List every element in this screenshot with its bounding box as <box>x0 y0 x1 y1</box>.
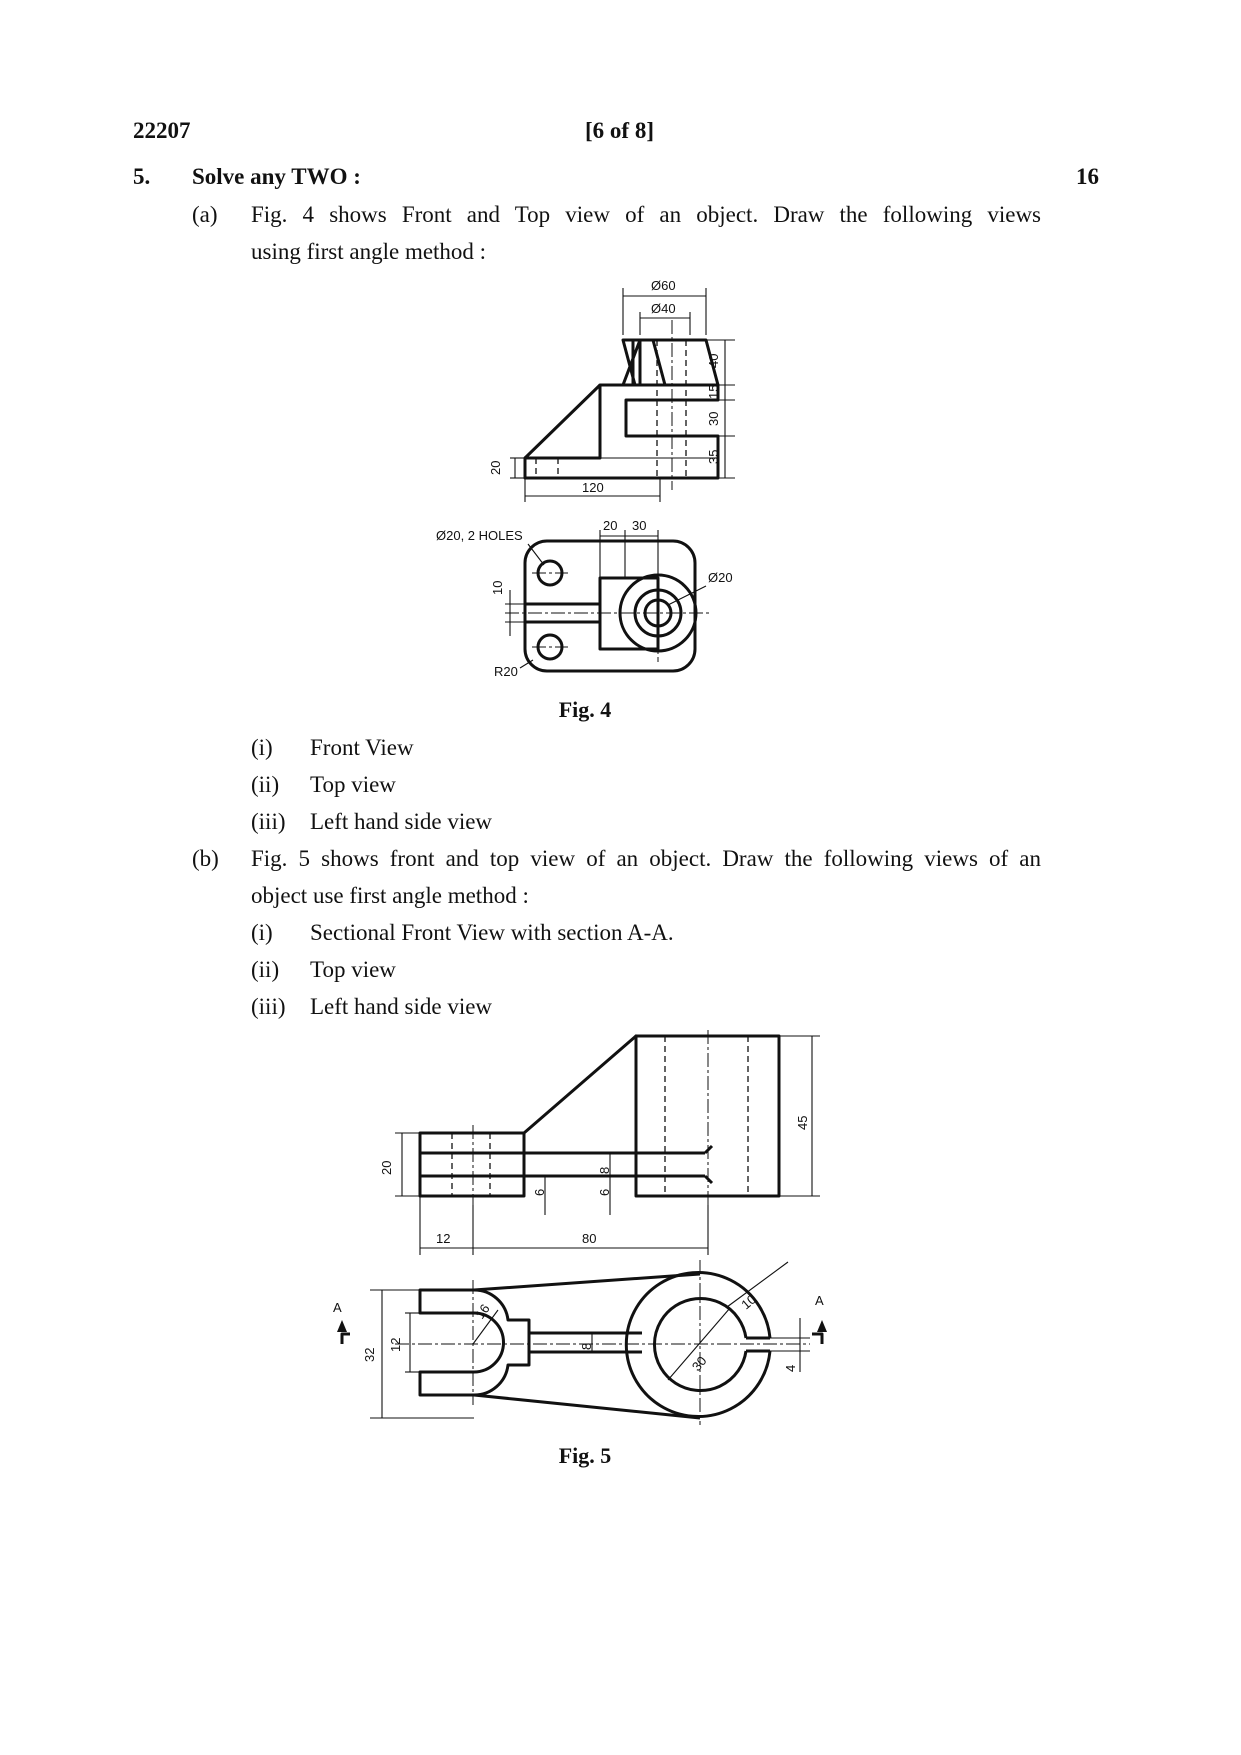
fig4-front-view <box>523 320 720 490</box>
fig5-section-arrow-right <box>812 1332 824 1344</box>
fig4-top-dims: 20 30 Ø20, 2 HOLES Ø20 10 R20 <box>436 518 733 678</box>
part-a-line2: using first angle method : <box>251 239 487 264</box>
fig4-rib <box>523 383 602 460</box>
part-b-item3-num: (iii) <box>251 994 286 1019</box>
fig5-dim-d30: 30 <box>689 1353 710 1374</box>
fig4-dim-holes: Ø20, 2 HOLES <box>436 528 523 543</box>
fig4-dim-h30: 30 <box>706 412 721 426</box>
fig5-front-view <box>418 1030 781 1205</box>
part-b-item1-num: (i) <box>251 920 273 945</box>
part-a-item3-num: (iii) <box>251 809 286 834</box>
fig5-dim-s6a: 6 <box>597 1189 612 1196</box>
fig4-dim-h35: 35 <box>706 450 721 464</box>
fig4-dim-w30: 30 <box>632 518 646 533</box>
fig5-dim-h20: 20 <box>379 1161 394 1175</box>
fig5-dim-v12: 12 <box>388 1338 403 1352</box>
part-a-item2-text: Top view <box>310 772 396 797</box>
fig4-dim-w120: 120 <box>582 480 604 495</box>
fig5-rib <box>522 1034 638 1155</box>
fig4-front-dims: Ø60 Ø40 40 15 30 35 20 120 <box>488 278 735 502</box>
fig4-dim-d60: Ø60 <box>651 278 676 293</box>
fig5-section-a-right: A <box>815 1293 824 1308</box>
fig5-section-a-left: A <box>333 1300 342 1315</box>
fig5-dim-w80: 80 <box>582 1231 596 1246</box>
question-marks: 16 <box>1076 164 1099 189</box>
part-b-line1: Fig. 5 shows front and top view of an ob… <box>251 846 1041 871</box>
fig5-left-boss <box>418 1131 526 1198</box>
fig4-dim-r20: R20 <box>494 664 518 678</box>
fig5-dim-r16: 16 <box>472 1301 493 1321</box>
paper-code: 22207 <box>133 118 191 143</box>
part-a-line1: Fig. 4 shows Front and Top view of an ob… <box>251 202 1041 227</box>
question-title: Solve any TWO : <box>192 164 361 189</box>
fig5-dim-w12: 12 <box>436 1231 450 1246</box>
fig4-boss <box>621 338 720 387</box>
part-a-item2-num: (ii) <box>251 772 280 797</box>
part-b-label: (b) <box>192 846 219 871</box>
fig5-front-dims: 45 20 8 6 6 12 80 <box>379 1035 820 1255</box>
fig5-section-arrowhead <box>817 1320 827 1332</box>
part-a-label: (a) <box>192 202 218 227</box>
part-b-item2-text: Top view <box>310 957 396 982</box>
part-b-item1-text: Sectional Front View with section A-A. <box>310 920 674 945</box>
part-a-item1-text: Front View <box>310 735 414 760</box>
fig5-dim-s8a: 8 <box>597 1167 612 1174</box>
fig5-section-arrowhead <box>337 1320 347 1332</box>
fig5-caption: Fig. 5 <box>558 1443 612 1468</box>
fig4-dim-d40: Ø40 <box>651 301 676 316</box>
fig4-dim-w20: 20 <box>603 518 617 533</box>
fig4-caption: Fig. 4 <box>558 697 612 722</box>
fig5-dim-s4: 4 <box>783 1365 798 1372</box>
fig5-dim-h45: 45 <box>795 1116 810 1130</box>
fig5-top-dims: 32 12 16 8 10 30 4 A A <box>333 1261 827 1419</box>
fig5-top-view <box>395 1260 810 1425</box>
fig4-dim-v10: 10 <box>490 581 505 595</box>
fig5-dim-v32: 32 <box>362 1348 377 1362</box>
fig4-top-view <box>505 539 710 673</box>
fig5-dim-r10: 10 <box>738 1292 759 1313</box>
part-b-item3-text: Left hand side view <box>310 994 493 1019</box>
fig5-taper-bottom <box>473 1393 701 1420</box>
figure-4-drawing: Ø60 Ø40 40 15 30 35 20 120 <box>436 278 735 678</box>
fig4-dim-h20: 20 <box>488 461 503 475</box>
part-a-item1-num: (i) <box>251 735 273 760</box>
fig5-dim-s8b: 8 <box>579 1343 594 1350</box>
part-b-item2-num: (ii) <box>251 957 280 982</box>
fig4-dim-d20: Ø20 <box>708 570 733 585</box>
fig5-taper-top <box>473 1272 701 1292</box>
part-b-line2: object use first angle method : <box>251 883 529 908</box>
fig5-dim-s6b: 6 <box>532 1189 547 1196</box>
part-a-item3-text: Left hand side view <box>310 809 493 834</box>
figure-5-drawing: 45 20 8 6 6 12 80 <box>333 1030 827 1425</box>
fig4-dim-h15: 15 <box>706 385 721 399</box>
question-number: 5. <box>133 164 151 189</box>
fig5-section-arrow-left <box>340 1332 350 1344</box>
page-indicator: [6 of 8] <box>585 118 654 143</box>
fig4-dim-h40: 40 <box>706 354 721 368</box>
